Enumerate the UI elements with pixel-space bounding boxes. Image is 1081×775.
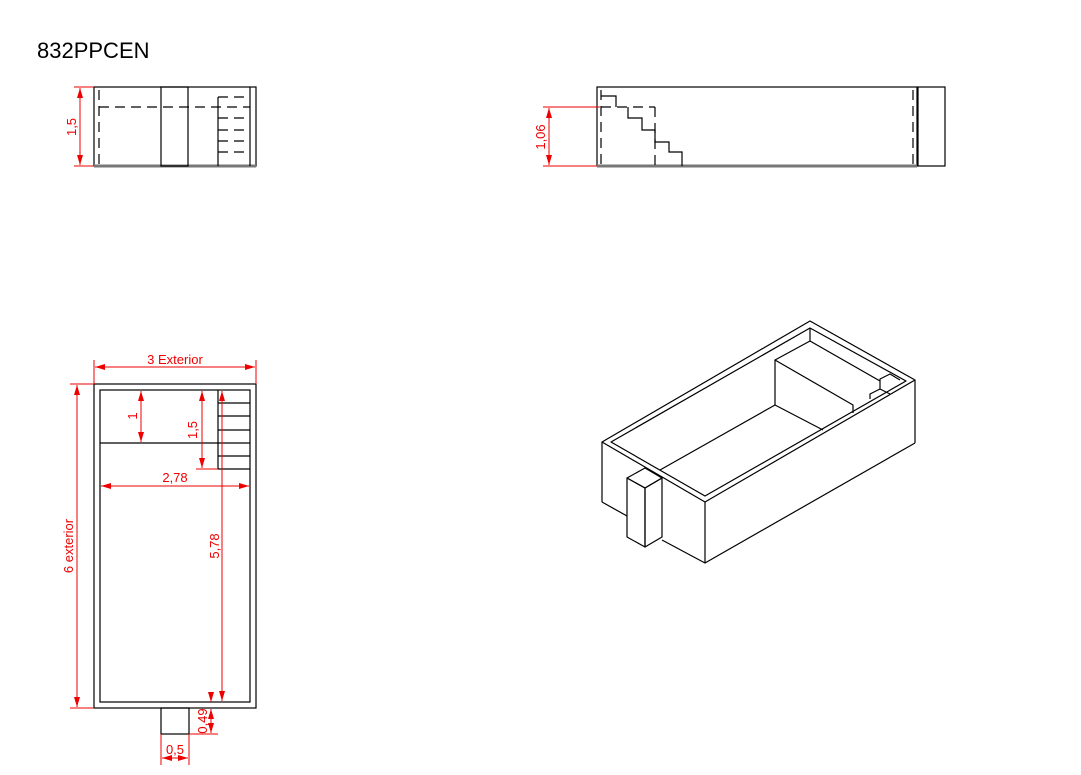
drawing-title: 832PPCEN [37,38,150,63]
pump-tab-3d [626,467,663,548]
length-dimension: 6 exterior [61,383,94,709]
interior-length-dim-label: 5,78 [207,533,222,558]
interior-length-dimension: 5,78 [207,391,225,701]
front-elevation-view: 1,5 [64,86,257,168]
length-dim-label: 6 exterior [61,518,76,573]
depth-dim-label: 1,06 [533,124,548,149]
tab-width-dimension: 0,5 [160,734,190,765]
width-dimension: 3 Exterior [93,352,257,384]
side-elevation-view: 1,06 [533,86,946,168]
tab-depth-dimension: 0,49 [189,692,218,735]
height-dim-label: 1,5 [64,118,79,136]
stairs-depth-dimension: 1,5 [185,391,218,470]
interior-width-dim-label: 2,78 [162,470,187,485]
tab-depth-dim-label: 0,49 [195,708,210,733]
step-zone-dimension: 1 [125,391,144,442]
stairs-depth-dim-label: 1,5 [185,421,200,439]
plan-view: 3 Exterior 6 exterior 1 1,5 2,78 [61,352,257,765]
step-zone-dim-label: 1 [125,412,140,419]
interior-width-dimension: 2,78 [101,470,249,489]
isometric-view [601,320,916,564]
height-dimension: 1,5 [64,86,94,167]
depth-dimension: 1,06 [533,106,600,167]
tab-width-dim-label: 0,5 [166,742,184,757]
pump-tab [160,707,190,735]
width-dim-label: 3 Exterior [147,352,203,367]
